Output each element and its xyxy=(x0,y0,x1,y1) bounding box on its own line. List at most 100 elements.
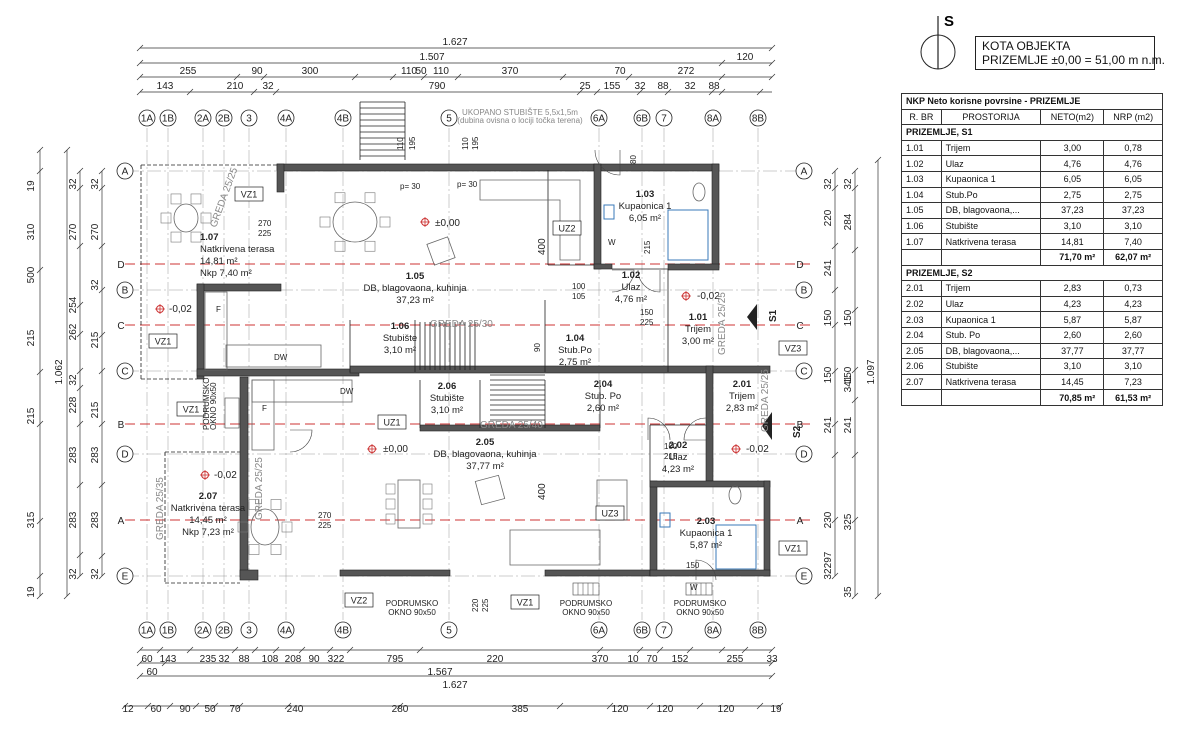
grid-col-label: 2B xyxy=(218,114,231,125)
level-label: -0,02 xyxy=(169,304,192,315)
dim-bottom-row1: 33 xyxy=(766,654,778,665)
dim-inner: 270 xyxy=(258,219,272,228)
dim-left-inner: 270 xyxy=(68,223,79,240)
grid-row-label: A xyxy=(122,167,129,178)
basement-size: OKNO 90x50 xyxy=(676,608,724,617)
stair-note: UKOPANO STUBIŠTE 5,5x1,5m xyxy=(462,108,578,117)
dim-inner: 100 xyxy=(664,442,678,451)
cell-nrp: 5,87 xyxy=(1103,311,1163,328)
dim-top-row3: 300 xyxy=(302,66,319,77)
tag-uz1-box xyxy=(377,414,407,430)
building-structure xyxy=(140,101,772,596)
table-section: PRIZEMLJE, S2 xyxy=(901,264,1163,282)
grid-col-bubble xyxy=(159,621,177,639)
dim-left-inner: 283 xyxy=(68,446,79,463)
chair-icon xyxy=(422,498,433,510)
dim-top-row3: 110 xyxy=(401,66,417,77)
room-nkp: Nkp 7,23 m² xyxy=(182,527,234,538)
armchair-icon xyxy=(426,236,456,266)
appliance-f: F xyxy=(262,404,267,413)
toilet-icon xyxy=(728,485,742,505)
room-name: DB, blagovaona, kuhinja xyxy=(434,449,538,460)
grid-col-bubble xyxy=(240,621,258,639)
total-neto: 70,85 m² xyxy=(1040,389,1105,406)
kitchen-counter xyxy=(251,379,353,403)
step-label: p= 30 xyxy=(457,180,478,189)
grid-col-bubble xyxy=(655,621,673,639)
greda-label: GREDA 25/25 xyxy=(760,369,771,432)
cell-neto: 37,77 xyxy=(1040,342,1105,360)
section-label-s2: S2 xyxy=(792,425,803,438)
grid-col-label: 2A xyxy=(197,626,210,637)
grid-col-bubble xyxy=(590,109,608,127)
grid-row-bubble xyxy=(795,445,813,463)
tag-vz2: VZ2 xyxy=(351,596,368,606)
table-row: 1.04 Stub.Po 2,75 2,75 xyxy=(901,186,1163,204)
chair-icon xyxy=(170,231,182,243)
dim-top-row3: 90 xyxy=(251,66,263,77)
table-row: 2.05 DB, blagovaona,... 37,77 37,77 xyxy=(901,342,1163,360)
dim-inner: 150 xyxy=(640,308,654,317)
dim-top-row4: 210 xyxy=(227,81,244,92)
cell-neto: 2,60 xyxy=(1040,326,1105,344)
dim-left-outer: 215 xyxy=(26,407,37,424)
cell-rbr: 2.04 xyxy=(901,326,942,344)
appliance-w: W xyxy=(690,583,698,592)
room-name: Ulaz xyxy=(621,282,640,293)
table-title: NKP Neto korisne povrsine - PRIZEMLJE xyxy=(901,93,1163,110)
room-area: 3,10 m² xyxy=(431,405,463,416)
cell-rbr: 2.03 xyxy=(901,311,942,328)
dim-top-row4: 143 xyxy=(157,81,174,92)
chair-icon xyxy=(379,216,391,228)
tag-vz1-box xyxy=(148,333,178,349)
room-number: 2.01 xyxy=(733,379,752,390)
room-area: 6,05 m² xyxy=(629,213,661,224)
room-number: 1.02 xyxy=(622,270,641,281)
dim-right-inner: 230 xyxy=(823,511,834,528)
grid-col-bubble xyxy=(704,621,722,639)
cell-rbr: 2.06 xyxy=(901,358,942,375)
wall xyxy=(276,163,595,172)
dim-inner: 110 xyxy=(396,137,405,150)
sink-icon xyxy=(659,512,671,528)
dim-left-outer: 310 xyxy=(26,223,37,240)
grid-col-bubble xyxy=(633,621,651,639)
kitchen-counter xyxy=(225,344,322,368)
room-area: 3,00 m² xyxy=(682,336,714,347)
door-swing xyxy=(695,559,717,581)
dim-left-inner: 262 xyxy=(68,323,79,340)
chair-icon xyxy=(364,192,376,204)
area-table: NKP Neto korisne povrsine - PRIZEMLJE R.… xyxy=(901,93,1163,406)
dim-right-inner: 297 xyxy=(823,551,834,568)
dim-inner: 270 xyxy=(318,511,332,520)
table-row: 1.07 Natkrivena terasa 14,81 7,40 xyxy=(901,233,1163,250)
grid-col-label: 2B xyxy=(218,626,231,637)
grid-col-label: 4B xyxy=(337,626,350,637)
grid-row-label: B xyxy=(118,420,125,431)
wall xyxy=(339,569,451,577)
section-title: PRIZEMLJE, S1 xyxy=(901,124,1163,141)
cell-neto: 14,81 xyxy=(1040,233,1105,250)
grid-row-label: D xyxy=(121,450,128,461)
grid-col-bubble xyxy=(159,109,177,127)
dim-right-inner: 32 xyxy=(823,178,834,190)
grid-row-label: C xyxy=(796,321,803,332)
cell-name: Trijem xyxy=(940,280,1042,297)
table-icon xyxy=(173,203,199,233)
grid-col-label: 1A xyxy=(141,626,154,637)
dim-inner: 400 xyxy=(537,483,548,500)
wall xyxy=(239,569,259,581)
room-name: Trijem xyxy=(685,324,711,335)
grid-col-bubble xyxy=(194,621,212,639)
cell-name: Ulaz xyxy=(940,155,1042,172)
dim-left-inner: 32 xyxy=(68,374,79,386)
chair-icon xyxy=(422,483,433,495)
grid-col-bubble xyxy=(138,621,156,639)
grid-row-label: B xyxy=(122,286,129,297)
dim-bottom-row1: 70 xyxy=(646,654,658,665)
basement-window-icon xyxy=(224,397,240,429)
tag-uz3: UZ3 xyxy=(601,509,618,519)
grid-row-bubble xyxy=(116,362,134,380)
